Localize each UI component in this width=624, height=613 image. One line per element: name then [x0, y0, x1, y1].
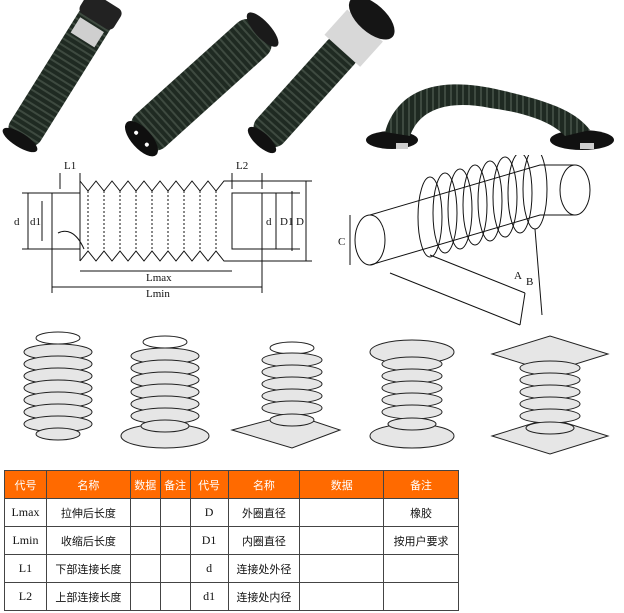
bellows-type-double-square-flange [490, 335, 610, 455]
label-B: B [526, 276, 533, 288]
header-data: 数据 [129, 470, 161, 499]
table-row: L1 下部连接长度 d 连接处外径 [4, 554, 459, 583]
header-remark-2: 备注 [383, 470, 459, 499]
label-Lmax: Lmax [146, 272, 172, 284]
perspective-view-drawing: C A B [338, 155, 591, 326]
header-remark: 备注 [159, 470, 191, 499]
header-code-2: 代号 [189, 470, 229, 499]
label-d-right: d [266, 216, 272, 228]
table-row: L2 上部连接长度 d1 连接处内径 [4, 582, 459, 611]
header-name-2: 名称 [227, 470, 301, 499]
side-view-drawing: L1 L2 d d1 d D1 D Lmax Lmin [14, 160, 312, 300]
bellows-type-round-flange [120, 335, 210, 449]
bellows-types-svg [23, 331, 610, 455]
bellows-type-square-flange [230, 341, 342, 449]
bellows-photo-3 [247, 0, 395, 154]
table-row: Lmax 拉伸后长度 D 外圈直径 橡胶 [4, 498, 459, 527]
bellows-type-double-round-flange [369, 339, 455, 449]
label-L2: L2 [236, 160, 248, 172]
label-D: D [296, 216, 304, 228]
label-A: A [514, 270, 522, 282]
dimension-drawing: L1 L2 d d1 d D1 D Lmax Lmin [0, 155, 330, 305]
photo-strip [2, 0, 614, 157]
bellows-type-plain [23, 331, 93, 441]
perspective-drawing: C A B [330, 155, 620, 330]
bellows-photos [0, 0, 624, 160]
header-name: 名称 [45, 470, 131, 499]
label-d: d [14, 216, 20, 228]
label-L1: L1 [64, 160, 76, 172]
bellows-photo-1 [2, 0, 122, 153]
spec-table: 代号 名称 数据 备注 代号 名称 数据 备注 Lmax 拉伸后长度 D 外圈直… [4, 470, 459, 611]
table-header-row: 代号 名称 数据 备注 代号 名称 数据 备注 [4, 470, 459, 499]
bellows-photo-4 [366, 84, 614, 150]
table-row: Lmin 收缩后长度 D1 内圈直径 按用户要求 [4, 526, 459, 555]
bellows-types [0, 328, 624, 460]
label-Lmin: Lmin [146, 288, 170, 300]
label-D1: D1 [280, 216, 293, 228]
bellows-photo-2 [124, 12, 279, 157]
label-C: C [338, 236, 345, 248]
header-code: 代号 [4, 470, 47, 499]
header-data-2: 数据 [299, 470, 385, 499]
label-d1: d1 [30, 216, 41, 228]
